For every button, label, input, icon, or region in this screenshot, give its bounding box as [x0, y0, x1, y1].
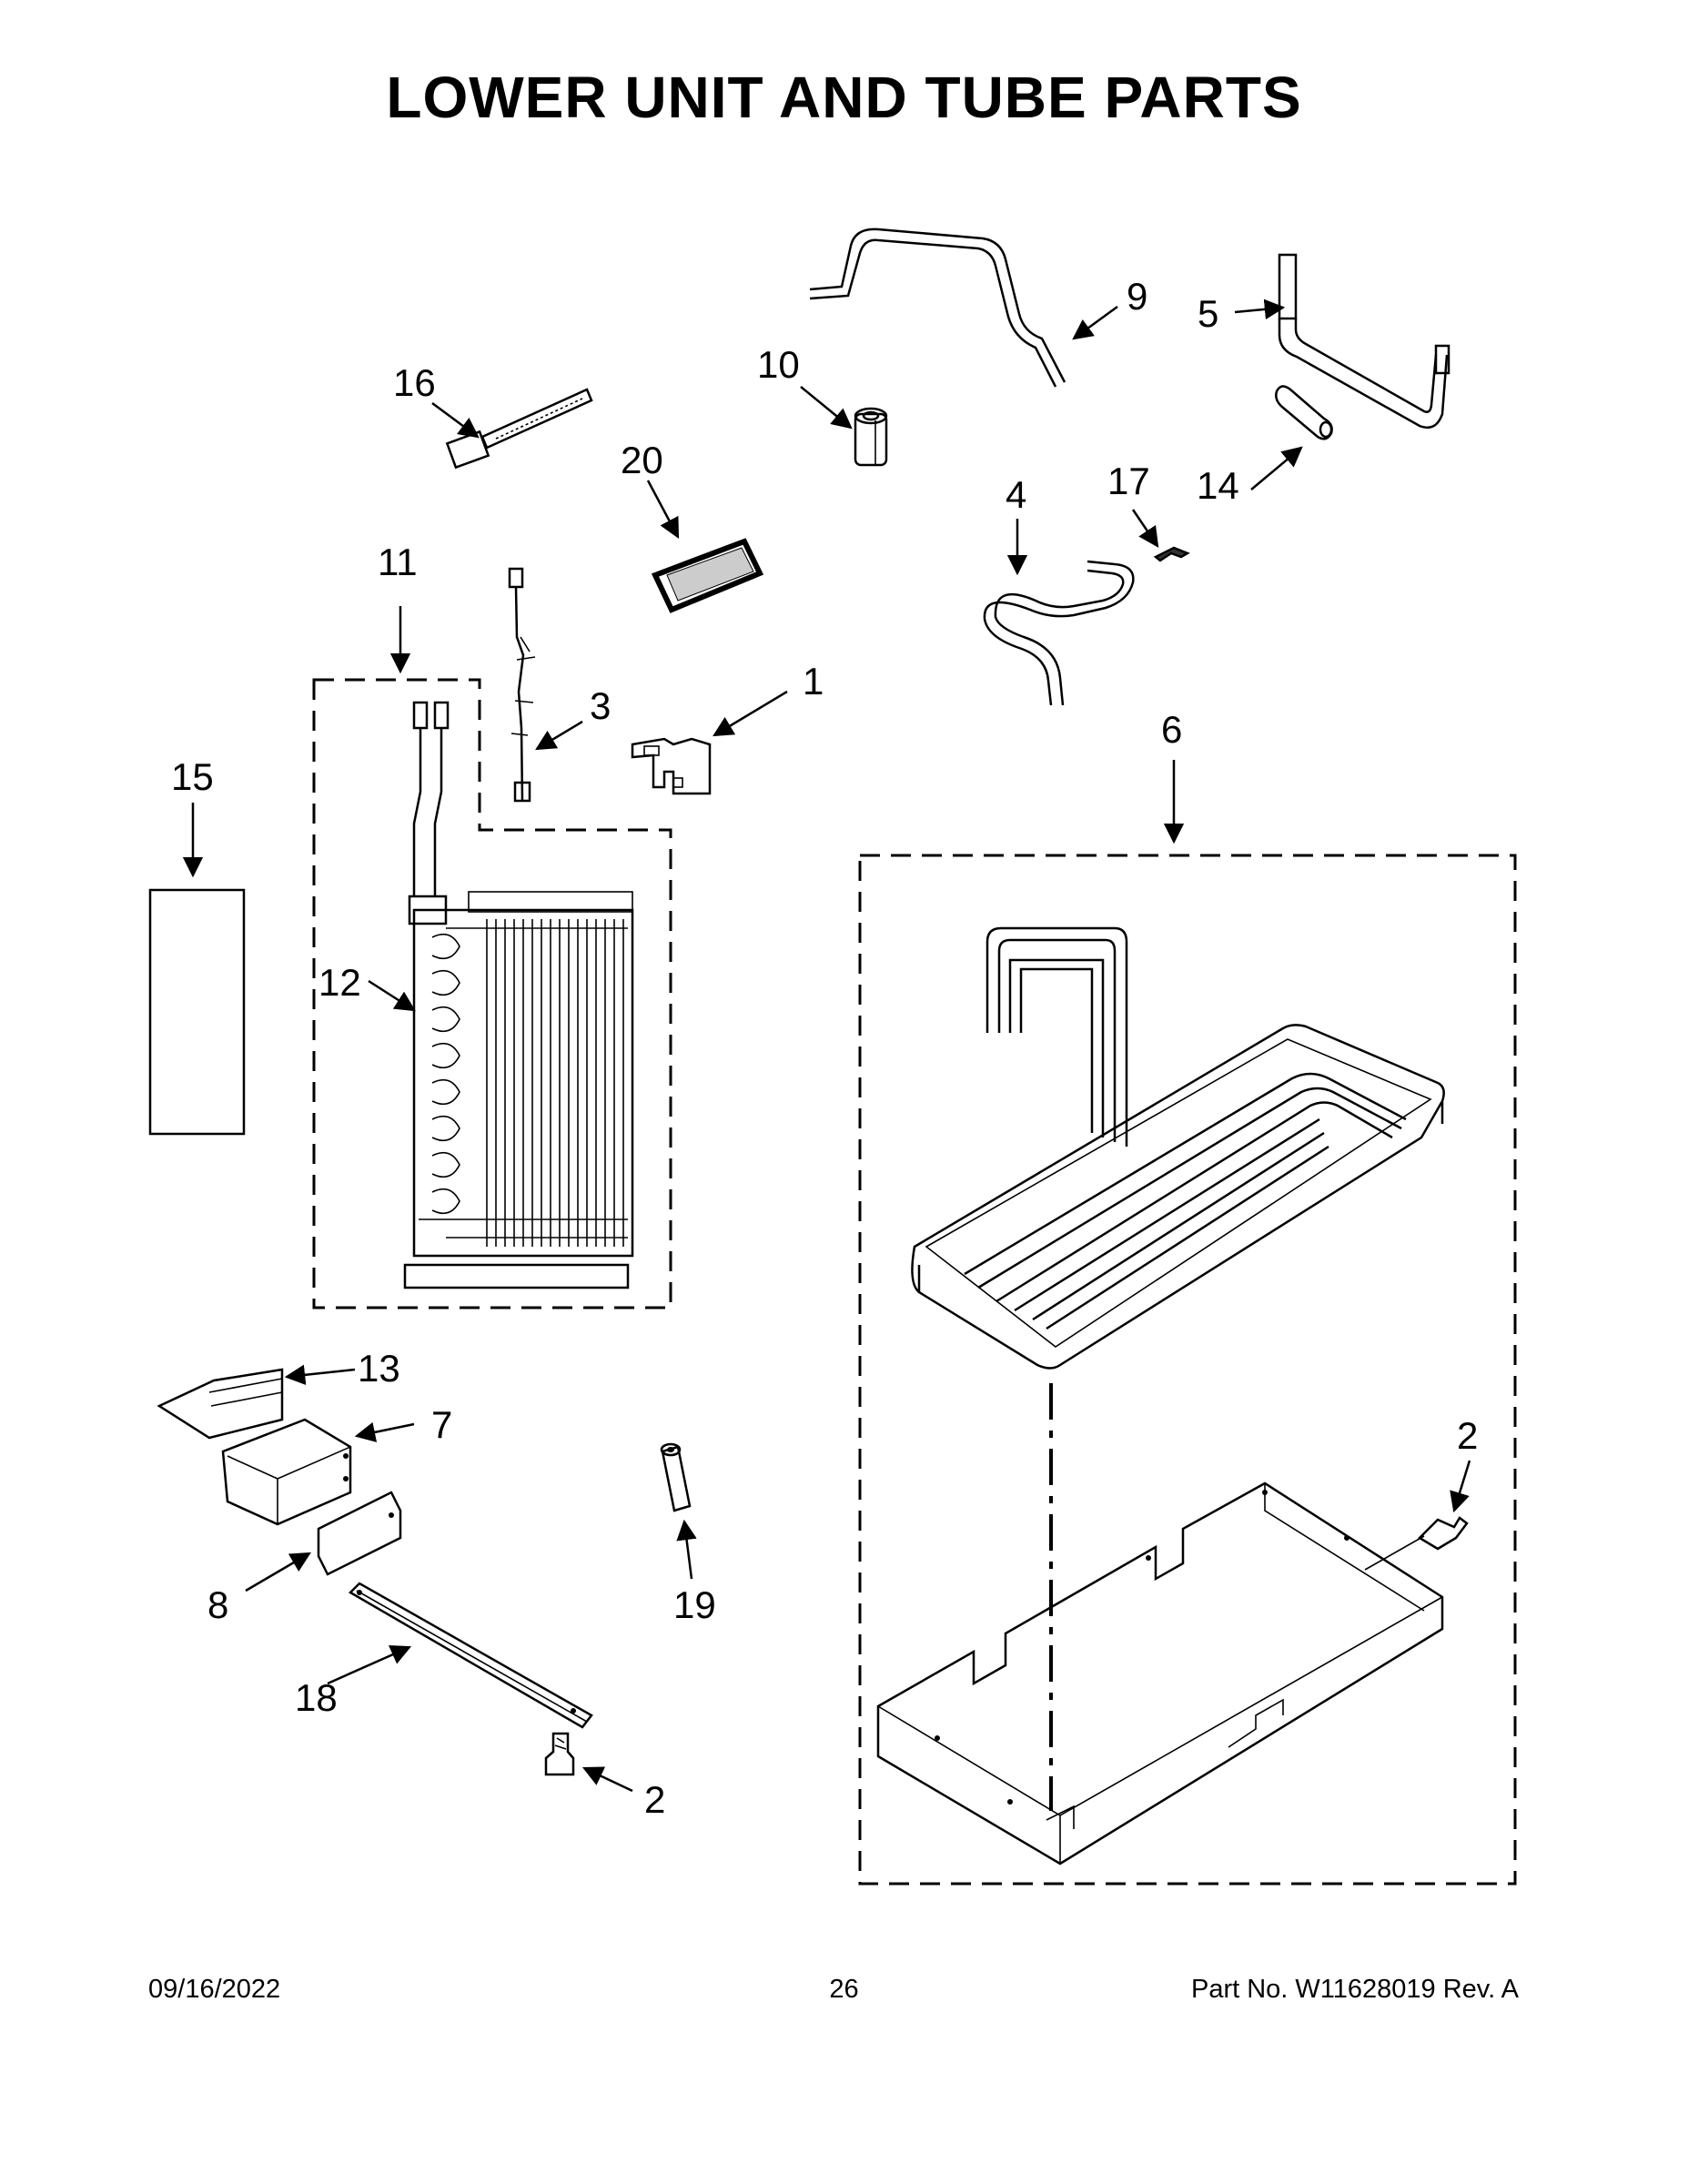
leader-17	[1131, 509, 1159, 548]
part-10-sleeve	[854, 407, 888, 467]
part-5-tube	[1278, 253, 1450, 430]
part-14-tube	[1275, 385, 1333, 440]
callout-9: 9	[1127, 275, 1147, 318]
leader-8	[245, 1552, 311, 1592]
leader-16	[431, 401, 480, 439]
footer-page-number: 26	[829, 1975, 859, 2004]
lower-tray	[876, 1481, 1444, 1866]
part-9-tube	[809, 228, 1066, 388]
callout-3: 3	[590, 684, 611, 727]
part-1-bracket	[631, 737, 712, 795]
callout-10: 10	[757, 343, 800, 386]
leader-10	[800, 386, 853, 430]
part-19-pin	[660, 1442, 692, 1512]
leader-20	[646, 480, 680, 539]
part-4-tube	[983, 560, 1135, 706]
callout-14: 14	[1197, 464, 1239, 507]
callout-1: 1	[803, 660, 824, 703]
leader-2-right	[1450, 1460, 1471, 1513]
callout-6: 6	[1161, 708, 1182, 751]
callout-8: 8	[207, 1583, 228, 1626]
group-11-boundary	[312, 678, 672, 1309]
callout-7: 7	[431, 1403, 452, 1446]
part-16-cable-tie	[445, 388, 593, 470]
part-3-wire-harness	[508, 567, 536, 803]
callout-2-left: 2	[644, 1778, 665, 1821]
callout-16: 16	[393, 361, 436, 404]
callout-2-right: 2	[1457, 1414, 1478, 1457]
part-6-drain-pan-heater	[911, 926, 1445, 1370]
part-2-screw-left	[544, 1732, 575, 1776]
leader-7	[354, 1421, 415, 1442]
callout-18: 18	[295, 1676, 338, 1719]
leader-2-left	[581, 1766, 633, 1793]
callout-4: 4	[1006, 473, 1026, 516]
leader-19	[676, 1519, 697, 1580]
callout-5: 5	[1198, 292, 1218, 335]
page-title: LOWER UNIT AND TUBE PARTS	[386, 65, 1302, 130]
callout-12: 12	[318, 961, 361, 1004]
callout-13: 13	[358, 1347, 400, 1390]
part-15-panel	[148, 888, 246, 1136]
leader-9	[1072, 305, 1118, 340]
leader-1	[713, 690, 788, 737]
leader-13	[284, 1364, 356, 1386]
callout-15: 15	[171, 755, 214, 798]
leader-14	[1250, 446, 1303, 490]
leader-3	[535, 720, 583, 751]
callout-19: 19	[673, 1583, 716, 1626]
part-13-shield	[157, 1368, 284, 1440]
callout-11: 11	[378, 541, 418, 583]
group-6-boundary	[858, 854, 1517, 1886]
callout-20: 20	[621, 439, 663, 481]
part-20-pad	[651, 538, 764, 613]
leader-18	[327, 1644, 412, 1685]
part-18-strip	[348, 1582, 593, 1729]
footer-part-number: Part No. W11628019 Rev. A	[1190, 1975, 1519, 2004]
part-2-screw-right	[1364, 1516, 1469, 1571]
callout-17: 17	[1107, 460, 1150, 502]
part-8-plate	[317, 1491, 402, 1576]
part-12-condenser	[403, 701, 634, 1289]
part-7-bracket	[221, 1418, 352, 1526]
leader-12	[368, 979, 416, 1012]
part-17-clip	[1153, 546, 1190, 562]
leader-5	[1234, 298, 1286, 320]
footer-date: 09/16/2022	[148, 1975, 281, 2004]
